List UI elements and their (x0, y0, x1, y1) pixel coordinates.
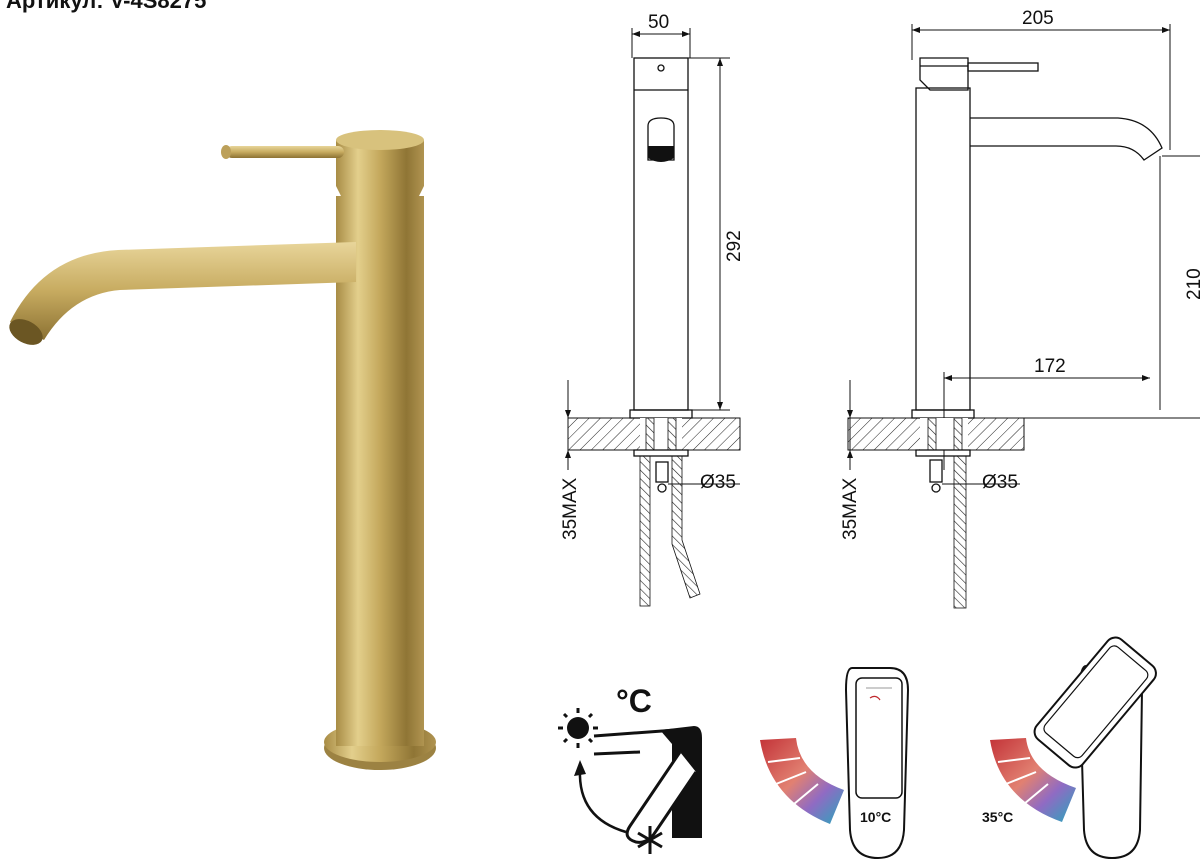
faucet-photo (9, 130, 436, 770)
side-width-label: 205 (1022, 8, 1054, 29)
temperature-operation-icon (558, 708, 702, 854)
side-countertop-label: 35MAX (840, 477, 861, 540)
front-height-label: 292 (724, 230, 745, 262)
hot-position-diagram (990, 636, 1157, 860)
cold-position-diagram (760, 667, 910, 860)
front-view-drawing (565, 28, 741, 607)
snowflake-icon (637, 826, 663, 854)
side-view-drawing (847, 24, 1200, 609)
rotate-arrow-icon (578, 769, 627, 834)
celsius-label: °C (616, 683, 652, 719)
spout-height-label: 210 (1184, 268, 1200, 300)
front-width-label: 50 (648, 12, 669, 33)
article-heading: Артикул: V-4S8275 (6, 0, 207, 13)
side-hole-diameter-label: Ø35 (982, 472, 1018, 493)
cold-temp-label: 10°C (860, 809, 891, 825)
front-countertop-label: 35MAX (560, 477, 581, 540)
spout-reach-label: 172 (1034, 356, 1066, 377)
front-hole-diameter-label: Ø35 (700, 472, 736, 493)
sun-icon (558, 708, 598, 748)
hot-temp-label: 35°C (982, 809, 1013, 825)
